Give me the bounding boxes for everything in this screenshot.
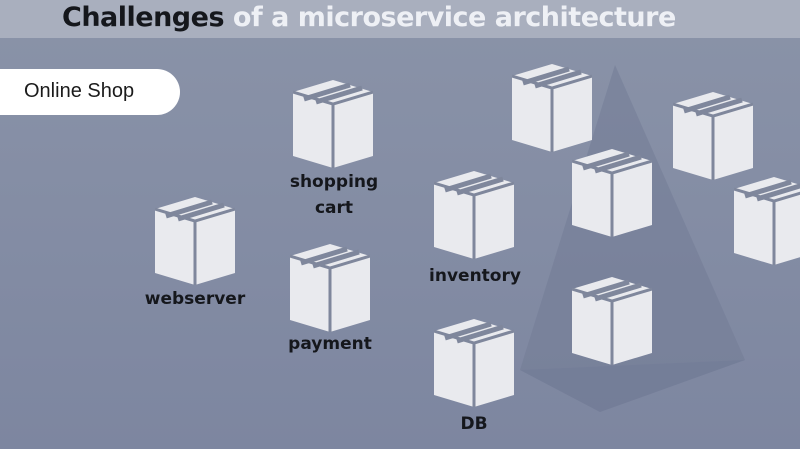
- shopping-cart-label-line1: shopping: [289, 172, 379, 192]
- shopping-cart-label-line2: cart: [314, 198, 354, 218]
- inventory-label: inventory: [429, 266, 521, 286]
- slide-title: Challenges of a microservice architectur…: [62, 2, 676, 33]
- payment-label: payment: [288, 334, 372, 354]
- cluster-box-icon: [572, 149, 652, 237]
- payment-box-icon: [290, 244, 370, 332]
- title-rest: of a microservice architecture: [232, 2, 676, 33]
- title-highlight: Challenges: [62, 2, 225, 33]
- title-bar: [0, 0, 800, 38]
- cluster-box-icon: [673, 92, 753, 180]
- online-shop-tag: Online Shop: [0, 69, 180, 115]
- webserver-box-icon: [155, 197, 235, 285]
- shopping-cart-box-icon: [293, 80, 373, 168]
- cluster-box-icon: [734, 177, 800, 265]
- inventory-box-icon: [434, 171, 514, 259]
- db-label: DB: [460, 414, 488, 434]
- db-box-icon: [434, 319, 514, 407]
- shopping-cart-label: shopping cart: [282, 169, 386, 221]
- cluster-box-icon: [512, 64, 592, 152]
- online-shop-label: Online Shop: [24, 80, 135, 102]
- webserver-label: webserver: [144, 289, 246, 309]
- cluster-box-icon: [572, 277, 652, 365]
